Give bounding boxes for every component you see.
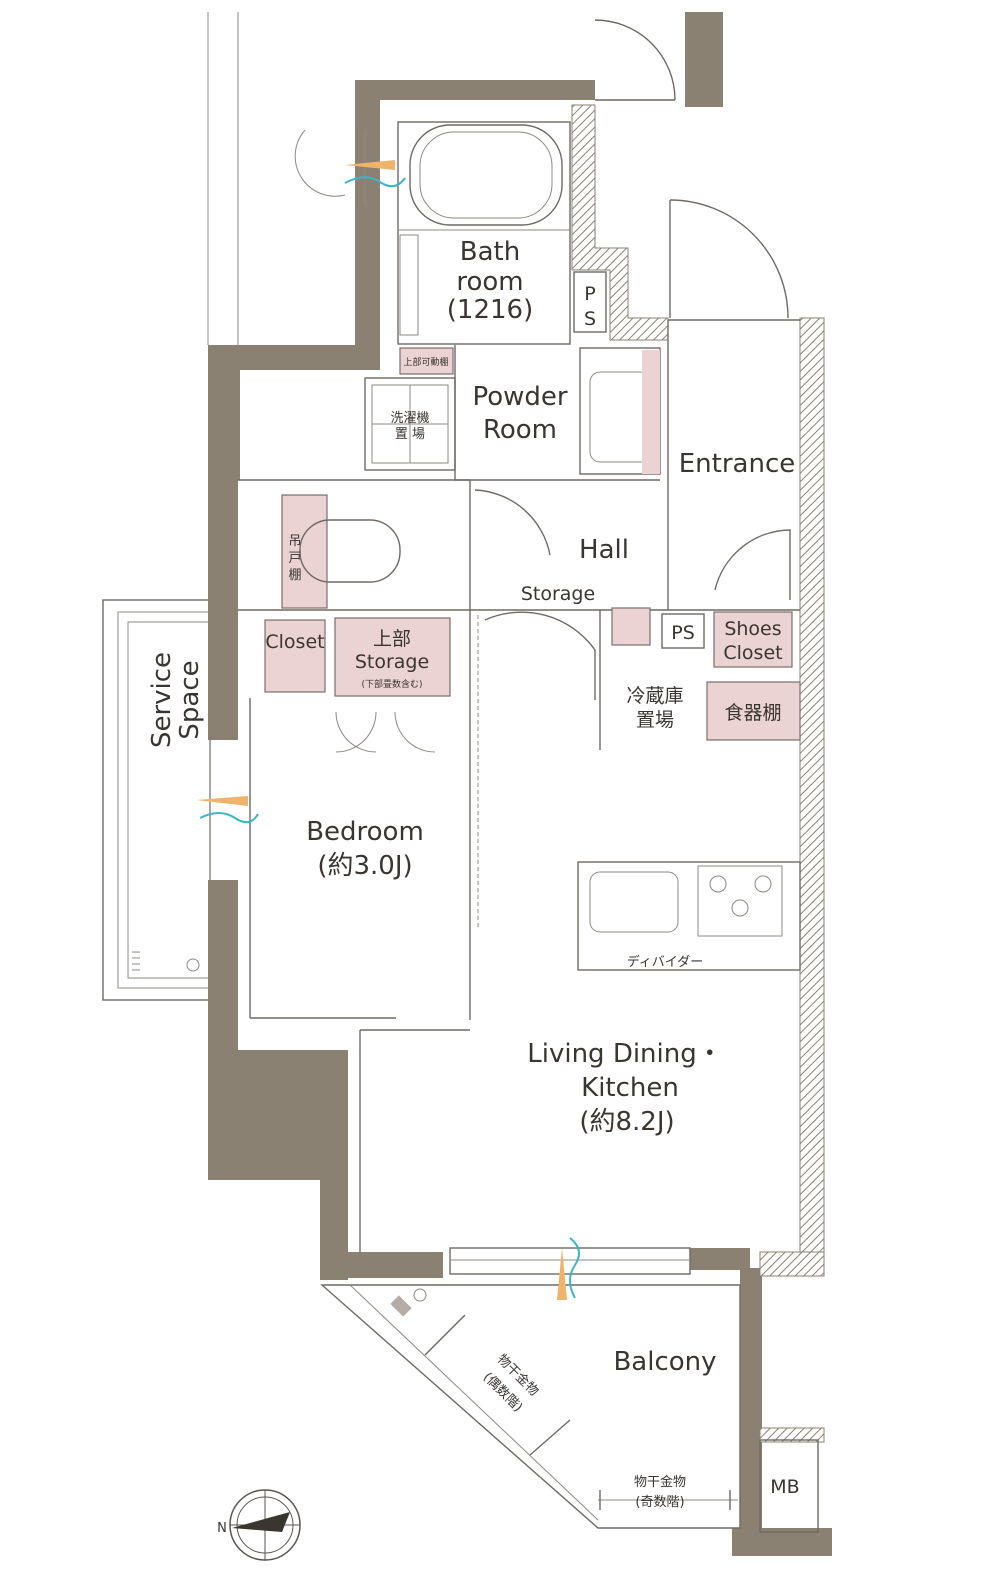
ps-mid-label: PS bbox=[671, 622, 695, 644]
bedroom-label-1: Bedroom bbox=[306, 817, 424, 847]
balcony-label: Balcony bbox=[613, 1347, 716, 1377]
bathroom-label-2: room bbox=[456, 267, 523, 297]
structural-walls bbox=[208, 12, 832, 1556]
drying-odd-label-2: (奇数階) bbox=[635, 1494, 684, 1510]
washer-space-label-1: 洗濯機 bbox=[390, 411, 429, 426]
hanging-shelf-label-2: 戸 bbox=[288, 551, 301, 566]
upper-shelf-box bbox=[399, 347, 454, 375]
powder-room-label-1: Powder bbox=[472, 382, 567, 412]
balcony-area bbox=[320, 1284, 819, 1533]
ps-top-box bbox=[573, 271, 607, 333]
toilet-outline bbox=[299, 519, 401, 583]
drying-odd-label-1: 物干金物 bbox=[634, 1474, 686, 1490]
hanging-shelf-label-1: 吊 bbox=[288, 534, 301, 549]
shoes-closet-label-1: Shoes bbox=[724, 618, 781, 640]
interior-lines bbox=[238, 121, 801, 1275]
fridge-space-label-2: 置場 bbox=[636, 709, 674, 731]
washer-space-label-2: 置 場 bbox=[395, 427, 425, 442]
divider-label: ディバイダー bbox=[627, 954, 704, 970]
mb-label: MB bbox=[770, 1476, 799, 1498]
shoes-closet-box bbox=[713, 611, 793, 668]
ventilation-arrows bbox=[196, 160, 580, 1300]
upper-storage-label-2: Storage bbox=[355, 651, 429, 673]
shoes-closet-label-2: Closet bbox=[723, 642, 782, 664]
ldk-label-3: (約8.2J) bbox=[579, 1107, 674, 1137]
powder-room-label-2: Room bbox=[483, 415, 557, 445]
hall-storage-label: Storage bbox=[521, 583, 595, 605]
hanging-shelf-box bbox=[281, 494, 328, 609]
service-space-label-2: Space bbox=[175, 660, 205, 739]
closet-label: Closet bbox=[265, 631, 324, 653]
upper-storage-box bbox=[334, 617, 451, 697]
ps-mid-box bbox=[661, 613, 705, 649]
hall-storage-box bbox=[611, 607, 651, 646]
bedroom-label-2: (約3.0J) bbox=[317, 851, 412, 881]
exterior-corridor-lines bbox=[207, 12, 239, 345]
ps-top-label-2: S bbox=[584, 308, 596, 330]
bathroom-label-1: Bath bbox=[460, 237, 520, 267]
ldk-label-2: Kitchen bbox=[581, 1073, 679, 1103]
upper-storage-label-1: 上部 bbox=[373, 628, 411, 650]
cupboard-box bbox=[706, 681, 801, 741]
upper-storage-label-3: (下部畳数含む) bbox=[361, 678, 422, 690]
cupboard-label: 食器棚 bbox=[724, 702, 781, 724]
closet-box bbox=[264, 619, 326, 693]
compass-icon: N bbox=[217, 1489, 301, 1561]
hall-label: Hall bbox=[579, 535, 629, 565]
ldk-label-1: Living Dining・ bbox=[527, 1039, 723, 1069]
hanging-shelf-label-3: 棚 bbox=[288, 568, 301, 583]
upper-shelf-label: 上部可動棚 bbox=[403, 356, 448, 368]
hatched-walls bbox=[571, 104, 825, 1443]
bathroom-label-3: (1216) bbox=[447, 295, 533, 325]
service-space-label-1: Service bbox=[147, 652, 177, 748]
fridge-space-label-1: 冷蔵庫 bbox=[626, 685, 683, 707]
powder-counter-strip bbox=[642, 350, 660, 474]
entrance-label: Entrance bbox=[679, 449, 796, 479]
ps-top-label-1: P bbox=[584, 283, 595, 305]
door-swings bbox=[294, 19, 791, 753]
compass-north-label: N bbox=[217, 1521, 227, 1536]
